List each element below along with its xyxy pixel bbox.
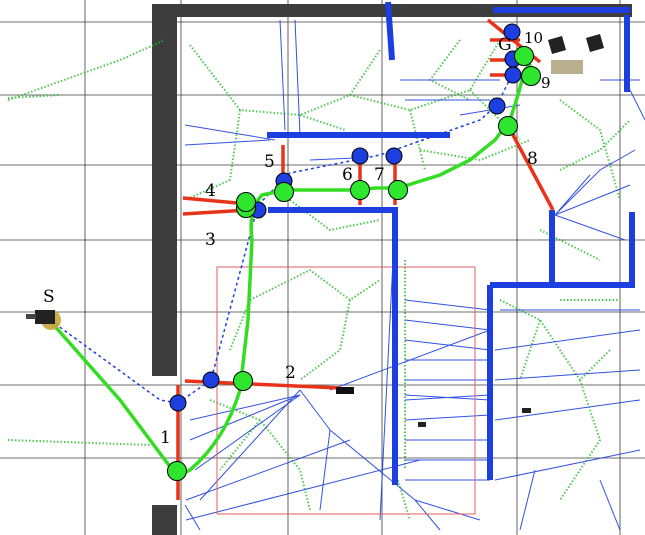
waypoint-label-5: 5	[264, 152, 275, 172]
obstacle-icon	[418, 34, 604, 427]
waypoint-label-6: 6	[342, 165, 353, 185]
waypoint-label-3: 3	[205, 230, 216, 250]
free-space-pattern	[8, 40, 630, 520]
blue-walls	[267, 2, 632, 485]
waypoint-label-10: 10	[524, 29, 543, 47]
planned-waypoints	[170, 24, 521, 411]
waypoint-label-4: 4	[205, 181, 216, 201]
goal-label: G	[498, 35, 512, 55]
waypoint-label-9: 9	[541, 74, 551, 92]
door-marker-icon	[336, 387, 354, 394]
waypoint-label-8: 8	[527, 149, 538, 169]
robot-path	[52, 65, 530, 472]
start-label: S	[43, 287, 55, 307]
table-object	[551, 60, 583, 74]
robot-icon	[26, 310, 61, 330]
waypoint-label-1: 1	[160, 428, 171, 448]
planned-path	[50, 75, 512, 403]
waypoint-label-7: 7	[374, 165, 385, 185]
door-lines	[178, 20, 553, 500]
waypoint-label-2: 2	[285, 363, 296, 383]
visibility-edges	[185, 20, 645, 530]
